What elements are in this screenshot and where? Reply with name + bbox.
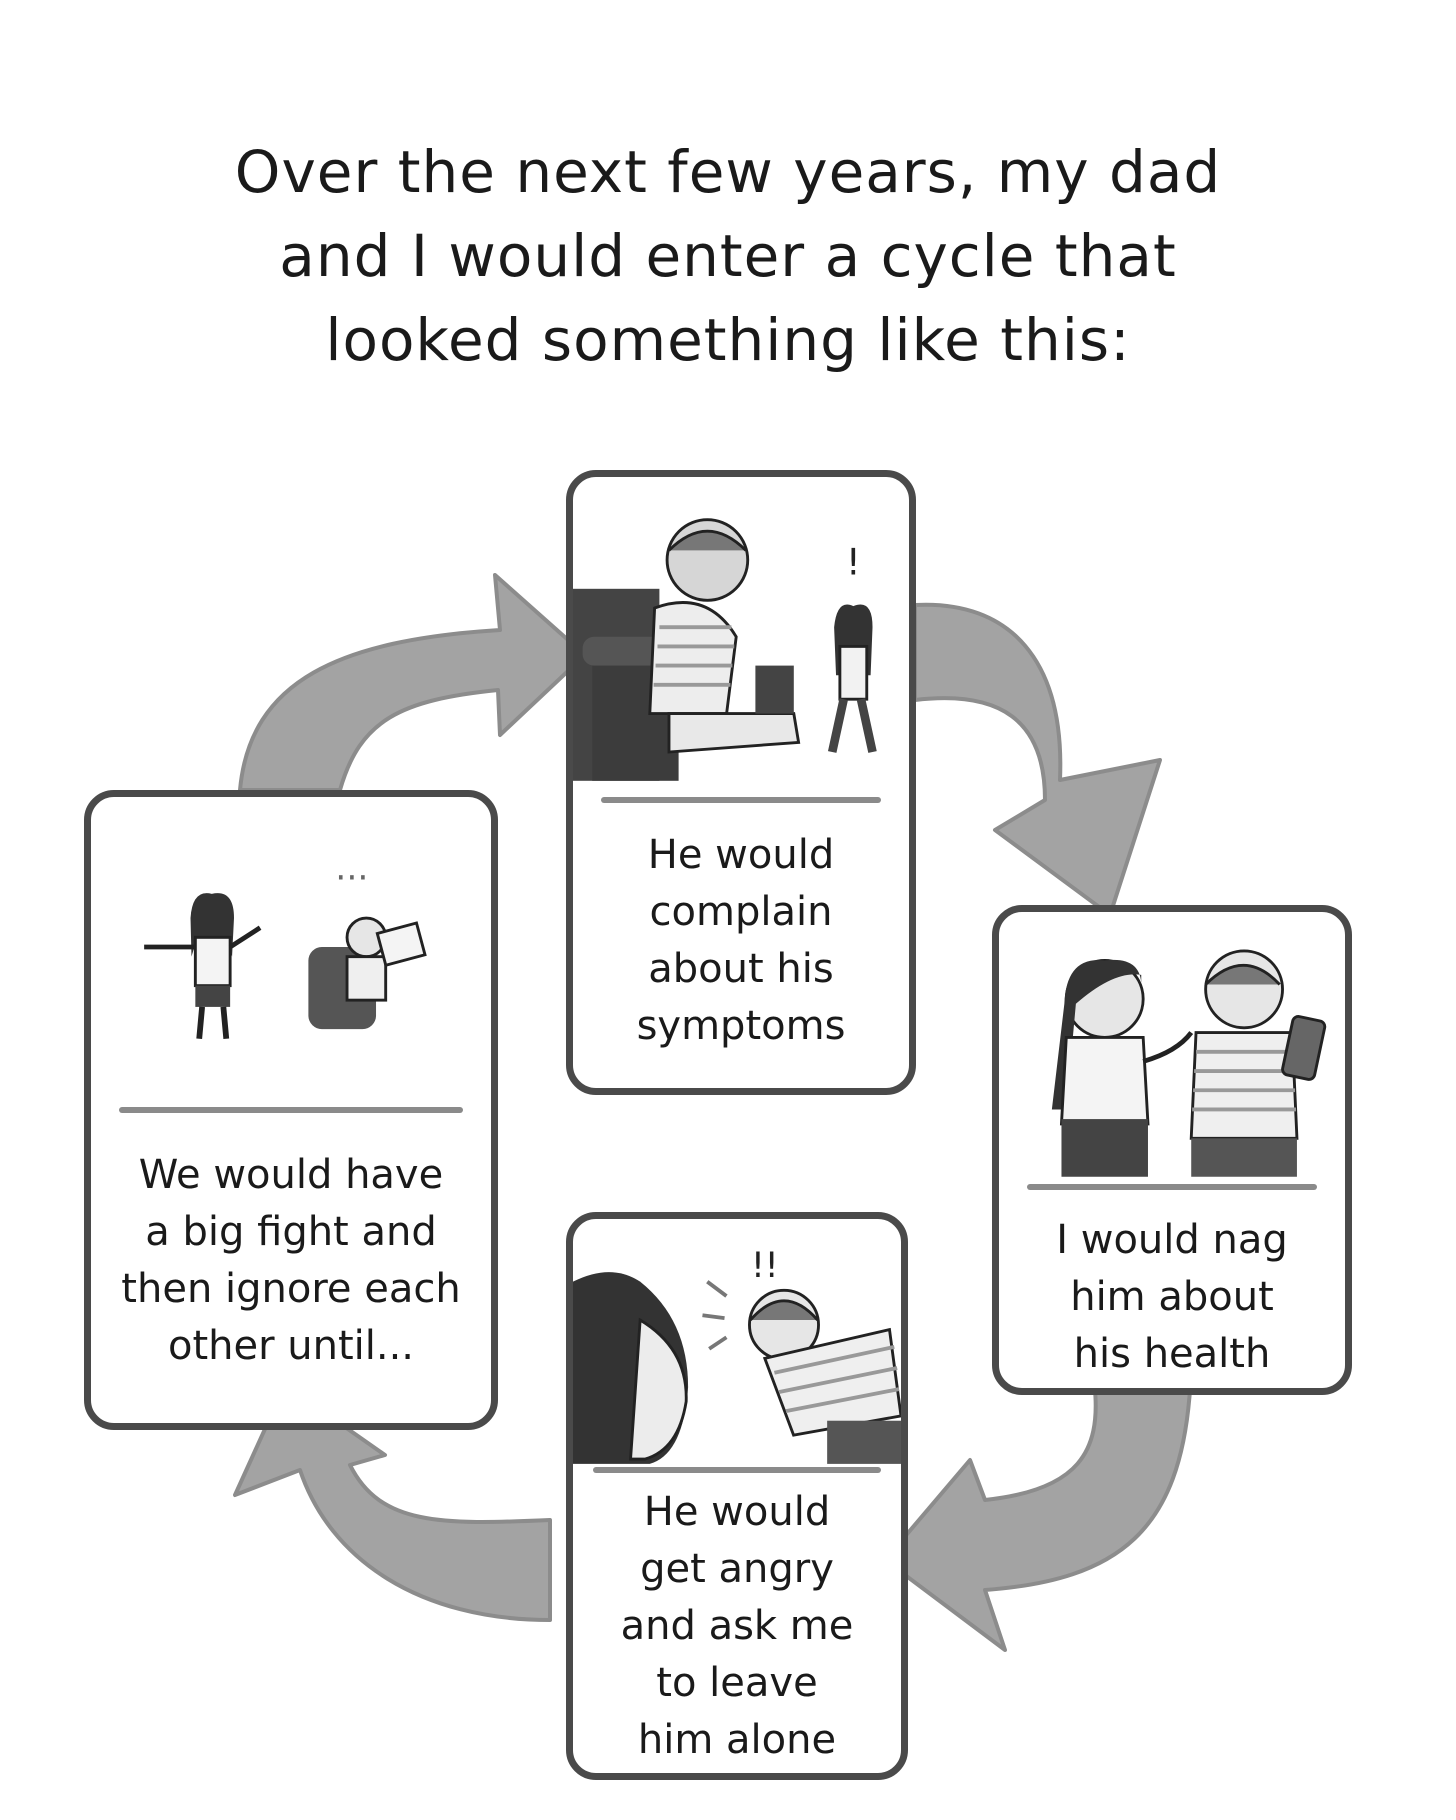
shirt-stripes <box>1192 1049 1296 1112</box>
card-divider <box>601 797 881 803</box>
dad-leg <box>667 712 801 754</box>
illustration-dad-in-armchair: ! <box>573 518 877 781</box>
caption-line: his health <box>1073 1331 1271 1377</box>
title-line-3: looked something like this: <box>325 306 1131 374</box>
caption-nag-health: I would nag him about his health <box>999 1212 1345 1383</box>
daughter-shirt <box>1059 1035 1150 1126</box>
arrow-bottom-to-left <box>233 1383 552 1622</box>
footstool <box>755 665 794 714</box>
daughter-hair <box>1051 959 1142 1110</box>
dad-striped-shirt <box>648 601 738 716</box>
arrow-top-to-right <box>913 602 1162 917</box>
shirt-stripes <box>773 1345 900 1414</box>
shirt-stripes <box>653 625 735 687</box>
daughter-gesturing-arm <box>1142 1031 1194 1064</box>
surprise-lines <box>702 1280 728 1351</box>
caption-line: complain <box>649 889 833 935</box>
card-complain-symptoms: ! He would complain about his symptoms <box>566 470 916 1095</box>
caption-line: He would <box>643 1489 831 1535</box>
daughter-shirt <box>193 935 232 988</box>
dad-trousers <box>827 1420 901 1464</box>
caption-complain-symptoms: He would complain about his symptoms <box>573 827 909 1055</box>
exclamation-marks: !! <box>751 1246 779 1286</box>
card-divider <box>119 1107 463 1113</box>
daughter-shorts <box>195 985 231 1007</box>
caption-big-fight: We would have a big fight and then ignor… <box>91 1147 491 1375</box>
caption-line: He would <box>647 832 835 878</box>
dad-hair <box>667 529 747 552</box>
daughter-skirt <box>1061 1119 1148 1177</box>
caption-line: him about <box>1070 1274 1274 1320</box>
illustration-dad-angry: !! <box>573 1246 901 1464</box>
caption-line: to leave <box>656 1660 818 1706</box>
dad-hair <box>749 1299 819 1321</box>
illustration-fight-and-ignore: ... <box>144 848 427 1040</box>
phone <box>1281 1015 1327 1081</box>
daughter-body <box>838 644 869 701</box>
dad-striped-shirt <box>1189 1031 1299 1140</box>
card-nag-health: I would nag him about his health <box>992 905 1352 1395</box>
card-get-angry: !! He would get angry and ask me to leav… <box>566 1212 908 1780</box>
daughter-face-closeup <box>629 1317 688 1461</box>
card-big-fight: ... We would have a big fight and then i… <box>84 790 498 1430</box>
caption-line: get angry <box>640 1546 834 1592</box>
caption-line: symptoms <box>636 1003 846 1049</box>
caption-line: We would have <box>138 1152 444 1198</box>
caption-line: a big fight and <box>145 1209 437 1255</box>
dad-shirt <box>345 955 388 1002</box>
illustration-daughter-nagging-dad <box>1051 949 1327 1177</box>
dad-head <box>1204 949 1284 1030</box>
caption-line: then ignore each <box>121 1266 461 1312</box>
caption-line: other until... <box>167 1323 415 1369</box>
card-divider <box>1027 1184 1317 1190</box>
caption-line: him alone <box>637 1717 837 1763</box>
page-title: Over the next few years, my dad and I wo… <box>120 130 1336 382</box>
caption-line: and ask me <box>620 1603 854 1649</box>
title-line-2: and I would enter a cycle that <box>279 222 1177 290</box>
title-line-1: Over the next few years, my dad <box>234 138 1222 206</box>
daughter-hair <box>190 893 234 957</box>
dad-hair <box>1204 963 1281 986</box>
ellipsis-silence: ... <box>335 848 368 888</box>
daughter-legs <box>196 1006 230 1040</box>
exclamation-mark: ! <box>846 540 861 583</box>
caption-line: I would nag <box>1056 1217 1288 1263</box>
dad-trousers <box>1191 1138 1297 1177</box>
arrow-right-to-bottom <box>883 1388 1192 1652</box>
card-divider <box>593 1467 881 1473</box>
daughter-raised-arm <box>228 925 262 950</box>
caption-get-angry: He would get angry and ask me to leave h… <box>573 1484 901 1769</box>
caption-line: about his <box>648 946 834 992</box>
arrow-left-to-top <box>238 573 587 792</box>
daughter-legs <box>827 698 877 753</box>
newspaper <box>375 921 427 967</box>
